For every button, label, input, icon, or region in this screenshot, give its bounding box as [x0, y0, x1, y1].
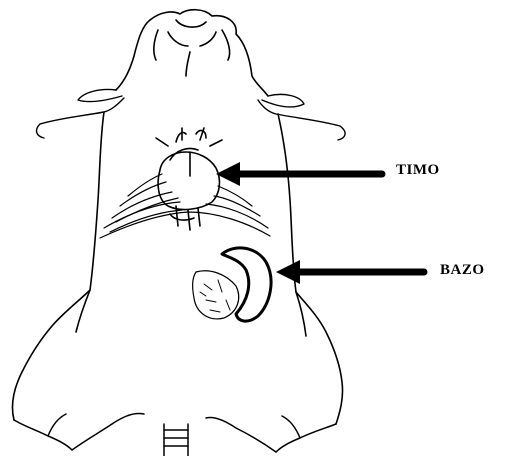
mouse-head — [116, 10, 268, 96]
thymus-arrow — [216, 162, 382, 186]
thymus-label: TIMO — [396, 162, 440, 179]
spleen-arrow — [276, 260, 424, 284]
rib-cage — [100, 174, 270, 238]
mouse-ears — [37, 89, 346, 140]
spleen-label: BAZO — [440, 262, 485, 279]
mouse-tail — [164, 424, 188, 456]
spleen-organ — [193, 248, 271, 321]
